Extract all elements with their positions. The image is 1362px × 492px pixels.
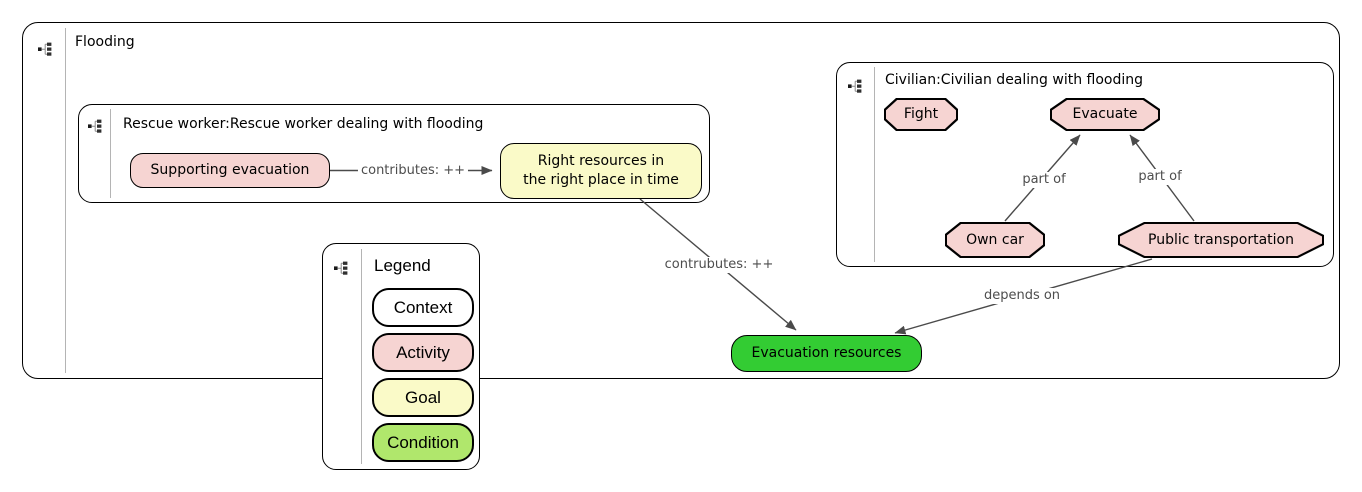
node-fight[interactable]: Fight <box>884 98 958 131</box>
group-header-divider <box>874 67 875 262</box>
edge-label-contrubutes-2[interactable]: contrubutes: ++ <box>661 257 777 273</box>
node-own-car[interactable]: Own car <box>945 222 1045 258</box>
collapse-tree-icon[interactable] <box>333 261 354 275</box>
collapse-tree-icon[interactable] <box>37 42 58 56</box>
node-label: Evacuate <box>1072 106 1138 122</box>
legend-item-activity[interactable]: Activity <box>372 333 474 372</box>
group-title-flooding: Flooding <box>75 34 135 50</box>
node-label-line1: Right resources in <box>537 153 665 169</box>
group-header-divider <box>65 28 66 373</box>
edge-label-part-of-1[interactable]: part of <box>1019 172 1069 188</box>
node-label: Public transportation <box>1148 231 1294 248</box>
node-label: Evacuation resources <box>751 345 902 361</box>
octagon-fill <box>947 224 1044 257</box>
edge-label-part-of-2[interactable]: part of <box>1135 169 1185 185</box>
octagon-fill <box>886 100 957 130</box>
group-title-rescue-worker: Rescue worker:Rescue worker dealing with… <box>123 116 484 132</box>
node-label: Own car <box>966 231 1024 248</box>
group-title-legend: Legend <box>374 256 431 275</box>
octagon-fill <box>1120 224 1323 257</box>
legend-item-condition[interactable]: Condition <box>372 423 474 462</box>
group-header-divider <box>110 109 111 198</box>
group-header-divider <box>361 249 362 464</box>
legend-item-context[interactable]: Context <box>372 288 474 327</box>
legend-item-label: Context <box>393 297 453 317</box>
octagon-fill <box>1052 100 1159 130</box>
node-evacuation-resources[interactable]: Evacuation resources <box>731 335 922 372</box>
collapse-tree-icon[interactable] <box>87 119 108 133</box>
node-supporting-evacuation[interactable]: Supporting evacuation <box>130 153 330 188</box>
collapse-tree-icon[interactable] <box>847 79 868 93</box>
legend-item-goal[interactable]: Goal <box>372 378 474 417</box>
node-right-resources[interactable]: Right resources in the right place in ti… <box>500 143 702 199</box>
node-evacuate[interactable]: Evacuate <box>1050 98 1160 131</box>
node-label: Fight <box>903 106 939 122</box>
edge-label-depends-on[interactable]: depends on <box>980 288 1064 304</box>
legend-item-label: Goal <box>405 387 441 407</box>
node-public-transportation[interactable]: Public transportation <box>1118 222 1324 258</box>
legend-item-label: Condition <box>387 432 459 452</box>
group-title-civilian: Civilian:Civilian dealing with flooding <box>885 72 1144 88</box>
node-label: Supporting evacuation <box>150 162 310 178</box>
node-label-line2: the right place in time <box>523 172 679 188</box>
legend-item-label: Activity <box>396 342 450 362</box>
edge-label-contributes-1[interactable]: contributes: ++ <box>357 163 469 179</box>
